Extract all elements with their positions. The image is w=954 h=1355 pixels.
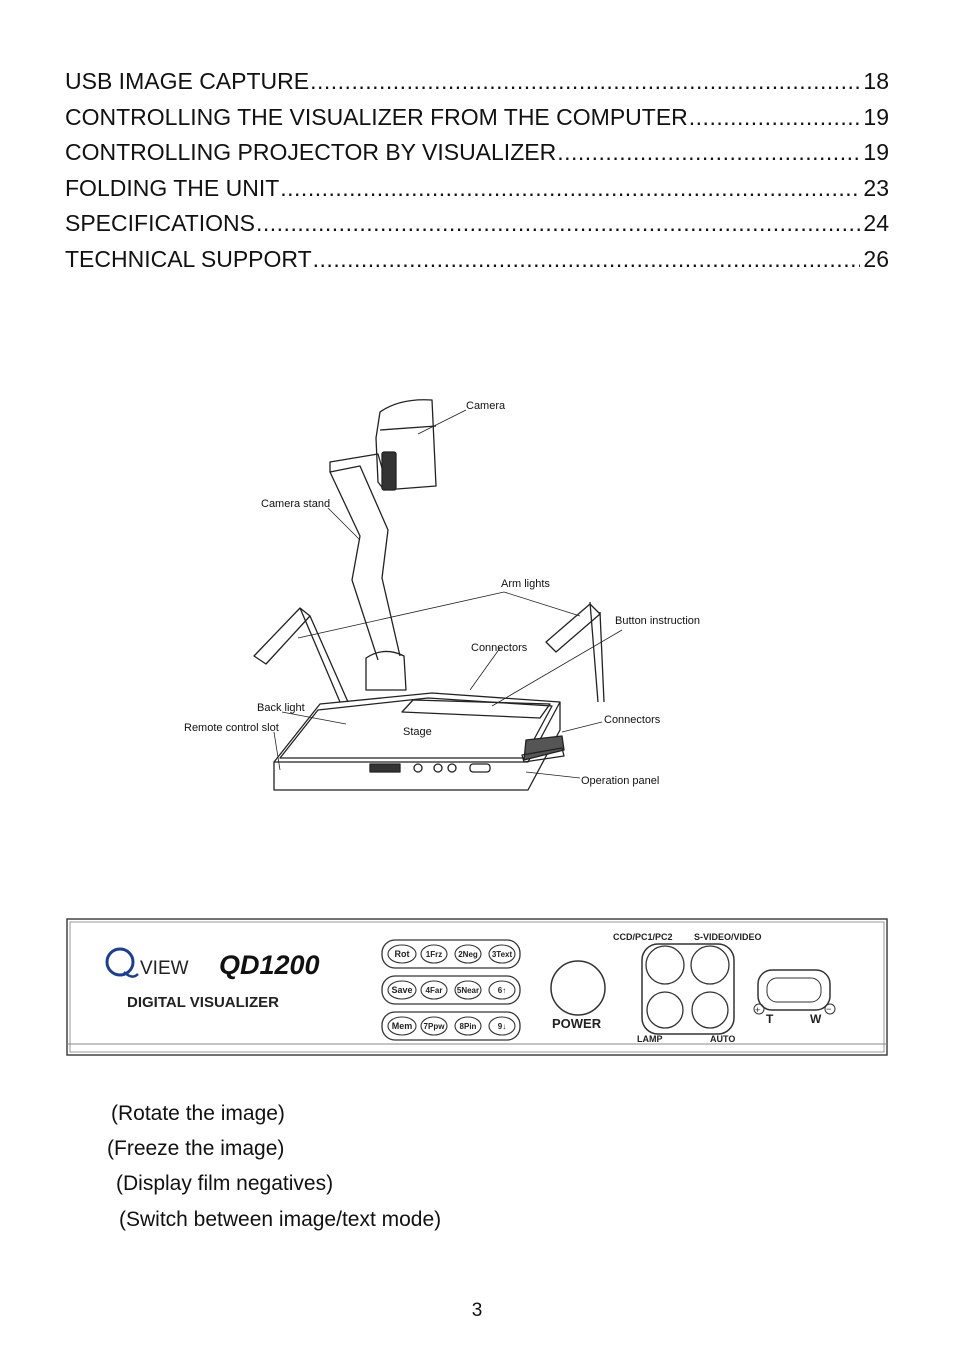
keypad-button-label: 8Pin — [460, 1022, 477, 1031]
toc-entry[interactable]: TECHNICAL SUPPORT ......................… — [65, 242, 889, 278]
keypad-button[interactable] — [488, 1016, 516, 1036]
keypad-button[interactable] — [387, 1016, 417, 1036]
keypad-button[interactable] — [488, 980, 516, 1000]
keypad — [381, 939, 521, 1041]
label-camera-stand: Camera stand — [261, 498, 330, 510]
power-button[interactable] — [550, 960, 606, 1016]
label-button-instruction: Button instruction — [615, 615, 700, 627]
base-outline — [273, 692, 561, 791]
toc-leader-dots: ........................................… — [310, 68, 861, 94]
description-negative: (Display film negatives) — [116, 1172, 334, 1195]
zoom-plus-glyph: + — [755, 1005, 760, 1015]
keypad-button[interactable] — [387, 980, 417, 1000]
toc-entry[interactable]: SPECIFICATIONS .........................… — [65, 206, 889, 242]
toc-entry-title: SPECIFICATIONS — [65, 210, 255, 236]
zoom-tele-label: T — [766, 1012, 774, 1026]
label-back-light: Back light — [257, 702, 305, 714]
auto-button[interactable] — [691, 991, 729, 1029]
control-panel-illustration: VIEW QD1200 DIGITAL VISUALIZER Rot 1Frz 2N… — [66, 918, 888, 1056]
toc-entry-title: CONTROLLING THE VISUALIZER FROM THE COMP… — [65, 103, 688, 130]
keypad-button-label: 6↑ — [498, 986, 506, 995]
keypad-button-label: 2Neg — [458, 950, 478, 959]
keypad-button[interactable] — [420, 1016, 448, 1036]
toc-entry[interactable]: CONTROLLING PROJECTOR BY VISUALIZER ....… — [65, 135, 889, 171]
lamp-button[interactable] — [646, 991, 684, 1029]
keypad-button[interactable] — [454, 980, 482, 1000]
label-stage: Stage — [403, 726, 432, 738]
qview-logo: VIEW — [105, 947, 189, 979]
svideo-button[interactable] — [690, 945, 730, 985]
keypad-button-label: 9↓ — [498, 1022, 506, 1031]
keypad-button[interactable] — [420, 980, 448, 1000]
svideo-label: S-VIDEO/VIDEO — [694, 932, 762, 942]
toc-leader-dots: ........................................… — [312, 245, 861, 272]
stage-buttons — [369, 763, 401, 773]
toc-leader-dots: ........................................… — [688, 103, 861, 130]
toc-entry-title: FOLDING THE UNIT — [65, 174, 280, 201]
toc-entry-page: 18 — [863, 68, 889, 94]
zoom-wide-label: W — [810, 1012, 822, 1026]
keypad-button[interactable] — [387, 944, 417, 964]
toc-leader-dots: ........................................… — [280, 174, 861, 201]
description-rotate: (Rotate the image) — [111, 1102, 285, 1125]
keypad-button-label: 3Text — [492, 950, 513, 959]
zoom-in-icon — [753, 1003, 765, 1015]
visualizer-illustration: Camera Camera stand Arm lights Button in… — [184, 399, 700, 791]
lamp-label: LAMP — [637, 1034, 663, 1044]
keypad-button-label: 4Far — [426, 986, 443, 995]
toc-entry-page: 26 — [863, 245, 889, 272]
keypad-button-label: 5Near — [457, 986, 479, 995]
panel-subtitle: DIGITAL VISUALIZER — [127, 994, 279, 1011]
toc-entry[interactable]: FOLDING THE UNIT .......................… — [65, 171, 889, 207]
left-arm-light — [253, 607, 311, 665]
control-panel: VIEW QD1200 DIGITAL VISUALIZER Rot 1Frz 2N… — [66, 918, 888, 1056]
page-number: 3 — [471, 1300, 483, 1321]
toc-entry-title: CONTROLLING PROJECTOR BY VISUALIZER — [65, 139, 557, 165]
keypad-button[interactable] — [420, 944, 448, 964]
logo-view-text: VIEW — [140, 958, 189, 979]
toc-entry[interactable]: USB IMAGE CAPTURE ......................… — [65, 64, 889, 100]
toc-entry-title: USB IMAGE CAPTURE — [65, 68, 310, 94]
keypad-button[interactable] — [454, 1016, 482, 1036]
toc-entry-page: 23 — [863, 174, 889, 201]
keypad-button-label: 1Frz — [426, 950, 442, 959]
label-camera: Camera — [466, 400, 506, 412]
label-operation-panel: Operation panel — [581, 775, 659, 787]
toc-entry[interactable]: CONTROLLING THE VISUALIZER FROM THE COMP… — [65, 100, 889, 136]
label-remote-control-slot: Remote control slot — [184, 722, 279, 734]
zoom-rocker[interactable] — [757, 969, 831, 1011]
keypad-button-label: Rot — [395, 949, 410, 959]
toc-entry-page: 24 — [863, 210, 889, 236]
auto-label: AUTO — [710, 1034, 735, 1044]
description-freeze: (Freeze the image) — [107, 1137, 285, 1160]
keypad-button-label: 7Ppw — [424, 1022, 446, 1031]
label-connectors-side: Connectors — [604, 714, 661, 726]
toc-entry-page: 19 — [863, 139, 889, 165]
table-of-contents: USB IMAGE CAPTURE ......................… — [65, 64, 889, 277]
visualizer-diagram: Camera Camera stand Arm lights Button in… — [170, 390, 730, 800]
keypad-button[interactable] — [454, 944, 482, 964]
model-name: QD1200 — [219, 950, 320, 980]
keypad-button-label: Mem — [392, 1021, 413, 1031]
toc-entry-title: TECHNICAL SUPPORT — [65, 245, 312, 272]
zoom-out-icon — [824, 1003, 836, 1015]
ccd-pc-label: CCD/PC1/PC2 — [613, 932, 673, 942]
keypad-button-label: Save — [391, 985, 412, 995]
keypad-button[interactable] — [488, 944, 516, 964]
description-text-mode: (Switch between image/text mode) — [119, 1208, 442, 1231]
toc-leader-dots: ........................................… — [557, 139, 861, 165]
zoom-minus-glyph: − — [826, 1004, 831, 1014]
label-arm-lights: Arm lights — [501, 578, 550, 590]
ccd-pc-button[interactable] — [645, 945, 685, 985]
label-connectors-top: Connectors — [471, 642, 528, 654]
toc-leader-dots: ........................................… — [256, 210, 860, 236]
power-label: POWER — [552, 1016, 602, 1031]
toc-entry-page: 19 — [863, 103, 889, 130]
